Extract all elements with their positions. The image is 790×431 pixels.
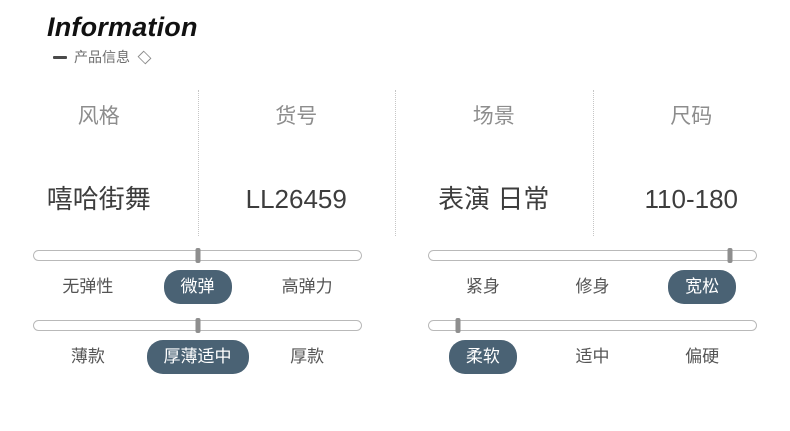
page-title: Information [47, 12, 198, 42]
slider-fit: 紧身 修身 宽松 [395, 248, 790, 304]
slider-option-thickness-2[interactable]: 厚款 [252, 340, 362, 374]
slider-option-label: 柔软 [448, 340, 517, 374]
product-info-table: 风格 嘻哈街舞 货号 LL26459 场景 表演 日常 尺码 110-180 [0, 88, 790, 238]
slider-track-softness[interactable] [428, 318, 757, 333]
slider-grid: 无弹性 微弹 高弹力 紧身 修身 [0, 248, 790, 390]
info-value-size: 110-180 [644, 184, 739, 214]
slider-elasticity: 无弹性 微弹 高弹力 [0, 248, 395, 304]
info-columns: 风格 嘻哈街舞 货号 LL26459 场景 表演 日常 尺码 110-180 [0, 88, 790, 238]
slider-option-label: 紧身 [465, 277, 500, 296]
slider-option-elasticity-2[interactable]: 高弹力 [252, 270, 362, 304]
slider-option-label: 偏硬 [685, 347, 720, 366]
slider-option-label: 薄款 [70, 347, 105, 366]
slider-options-softness: 柔软 适中 偏硬 [428, 340, 757, 374]
info-column-item-number: 货号 LL26459 [197, 88, 396, 238]
slider-options-fit: 紧身 修身 宽松 [428, 270, 757, 304]
slider-option-elasticity-0[interactable]: 无弹性 [33, 270, 143, 304]
slider-track-elasticity[interactable] [33, 248, 362, 263]
info-header-size: 尺码 [670, 105, 713, 128]
info-value-item-number: LL26459 [245, 184, 347, 214]
info-header-style: 风格 [77, 105, 120, 128]
slider-option-fit-2[interactable]: 宽松 [647, 270, 757, 304]
information-header: Information 产品信息 [47, 10, 198, 67]
slider-option-thickness-1[interactable]: 厚薄适中 [143, 340, 253, 374]
slider-option-softness-2[interactable]: 偏硬 [647, 340, 757, 374]
info-header-scene: 场景 [472, 105, 515, 128]
slider-option-label: 修身 [575, 277, 610, 296]
slider-option-label: 微弹 [163, 270, 232, 304]
slider-option-label: 厚款 [290, 347, 325, 366]
slider-track-thickness[interactable] [33, 318, 362, 333]
slider-option-label: 无弹性 [62, 277, 114, 296]
slider-thumb-softness[interactable] [455, 318, 461, 333]
slider-thumb-elasticity[interactable] [195, 248, 200, 263]
slider-option-label: 高弹力 [281, 277, 333, 296]
slider-option-softness-0[interactable]: 柔软 [428, 340, 538, 374]
slider-options-thickness: 薄款 厚薄适中 厚款 [33, 340, 362, 374]
info-value-scene: 表演 日常 [438, 184, 550, 214]
slider-thumb-fit[interactable] [727, 248, 733, 263]
slider-option-label: 适中 [575, 347, 610, 366]
slider-thickness: 薄款 厚薄适中 厚款 [0, 318, 395, 374]
info-value-style: 嘻哈街舞 [46, 184, 151, 214]
slider-softness: 柔软 适中 偏硬 [395, 318, 790, 374]
slider-option-fit-0[interactable]: 紧身 [428, 270, 538, 304]
slider-option-label: 宽松 [668, 270, 737, 304]
dash-icon [53, 55, 67, 59]
slider-option-label: 厚薄适中 [146, 340, 249, 374]
slider-thumb-thickness[interactable] [195, 318, 200, 333]
info-header-item-number: 货号 [275, 105, 318, 128]
info-column-scene: 场景 表演 日常 [395, 88, 593, 238]
slider-option-fit-1[interactable]: 修身 [538, 270, 648, 304]
slider-track-fit[interactable] [428, 248, 757, 263]
page-subtitle-label: 产品信息 [74, 49, 130, 65]
diamond-icon [137, 50, 152, 64]
info-column-size: 尺码 110-180 [592, 88, 790, 238]
slider-options-elasticity: 无弹性 微弹 高弹力 [33, 270, 362, 304]
info-column-style: 风格 嘻哈街舞 [0, 88, 198, 238]
slider-option-elasticity-1[interactable]: 微弹 [143, 270, 253, 304]
slider-option-softness-1[interactable]: 适中 [538, 340, 648, 374]
slider-option-thickness-0[interactable]: 薄款 [33, 340, 143, 374]
page-subtitle: 产品信息 [53, 47, 198, 67]
attribute-sliders: 无弹性 微弹 高弹力 紧身 修身 [0, 248, 790, 390]
